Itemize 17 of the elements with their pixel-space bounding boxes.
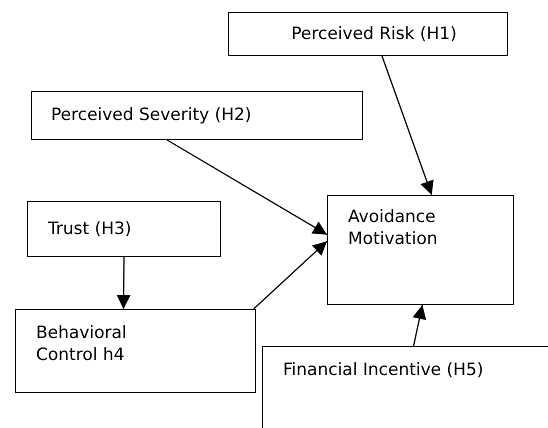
concept-box [228,12,508,56]
concept-label: Perceived Severity (H2) [51,104,252,126]
concept-label: Perceived Risk (H1) [290,23,458,45]
arrow [412,304,426,346]
arrow [253,240,328,310]
concept-label: Financial Incentive (H5) [283,359,484,381]
concept-box [327,195,514,305]
arrow [166,139,328,236]
arrow [116,257,131,309]
concept-box [27,201,221,257]
concept-label: Trust (H3) [48,218,132,240]
concept-box [15,309,256,393]
concept-box [262,346,548,428]
concept-box [31,91,363,140]
concept-label: Avoidance Motivation [348,206,438,250]
concept-label: Behavioral Control h4 [36,322,128,366]
arrow [381,56,434,196]
